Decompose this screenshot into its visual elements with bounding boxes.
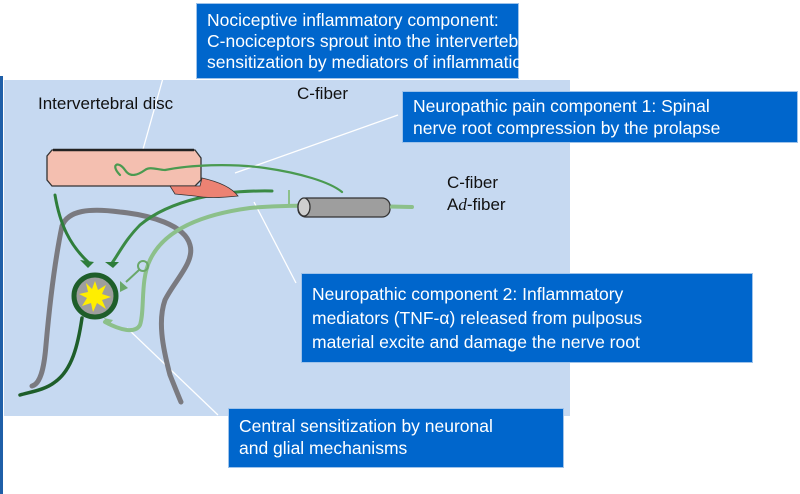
callout-neuropathic-2: Neuropathic component 2: Inflammatory me… [301, 273, 753, 363]
synapse-c-left [80, 260, 94, 268]
excitation-star-icon [79, 281, 111, 312]
callout-nociceptive-line-2: C-nociceptors sprout into the interverte… [207, 31, 579, 51]
callout-neuropathic-2-line-3: material excite and damage the nerve roo… [312, 332, 640, 352]
slide-left-edge [0, 76, 3, 494]
spinal-cord-outline [29, 207, 194, 405]
callout-central-line-2: and glial mechanisms [239, 438, 408, 458]
leader-line-neuropathic-1 [234, 114, 399, 174]
label-intervertebral-disc: Intervertebral disc [38, 94, 174, 113]
leader-line-neuropathic-2 [253, 201, 297, 284]
callout-neuropathic-2-line-2: mediators (TNF-α) released from pulposus [312, 308, 643, 328]
label-c-fiber-top: C-fiber [297, 84, 349, 103]
leader-line-central [126, 327, 219, 416]
callout-neuropathic-1-line-2: nerve root compression by the prolapse [413, 118, 721, 138]
c-fiber-sprout [114, 163, 344, 194]
interneuron-axon [125, 269, 140, 283]
c-fiber-descending [53, 193, 90, 264]
nerve-root [297, 197, 391, 218]
ad-fiber-prefix: A [447, 195, 459, 214]
c-fiber-efferent [18, 316, 84, 397]
callout-central: Central sensitization by neuronal and gl… [228, 408, 564, 468]
callout-neuropathic-2-line-1: Neuropathic component 2: Inflammatory [312, 284, 624, 304]
ad-fiber-suffix: -fiber [466, 195, 506, 214]
nerve-root-end [297, 197, 311, 217]
callout-nociceptive: Nociceptive inflammatory component: C-no… [196, 3, 579, 79]
label-c-fiber-right: C-fiber [447, 173, 499, 192]
callout-neuropathic-1: Neuropathic pain component 1: Spinal ner… [402, 91, 798, 143]
ad-fiber-italic: d [458, 195, 467, 214]
callout-nociceptive-line-3: sensitization by mediators of inflammati… [207, 52, 532, 72]
prolapse [169, 177, 239, 198]
label-ad-fiber: Ad-fiber [447, 195, 506, 215]
callout-central-line-1: Central sensitization by neuronal [239, 416, 493, 436]
synapse-c-right [105, 262, 119, 268]
synapse-ad-bottom [104, 318, 113, 326]
leader-line-nociceptive [139, 70, 166, 161]
interneuron-terminal [137, 260, 149, 272]
callout-neuropathic-1-line-1: Neuropathic pain component 1: Spinal [413, 96, 710, 116]
callout-nociceptive-line-1: Nociceptive inflammatory component: [207, 10, 499, 30]
synapse-ad [120, 281, 128, 292]
